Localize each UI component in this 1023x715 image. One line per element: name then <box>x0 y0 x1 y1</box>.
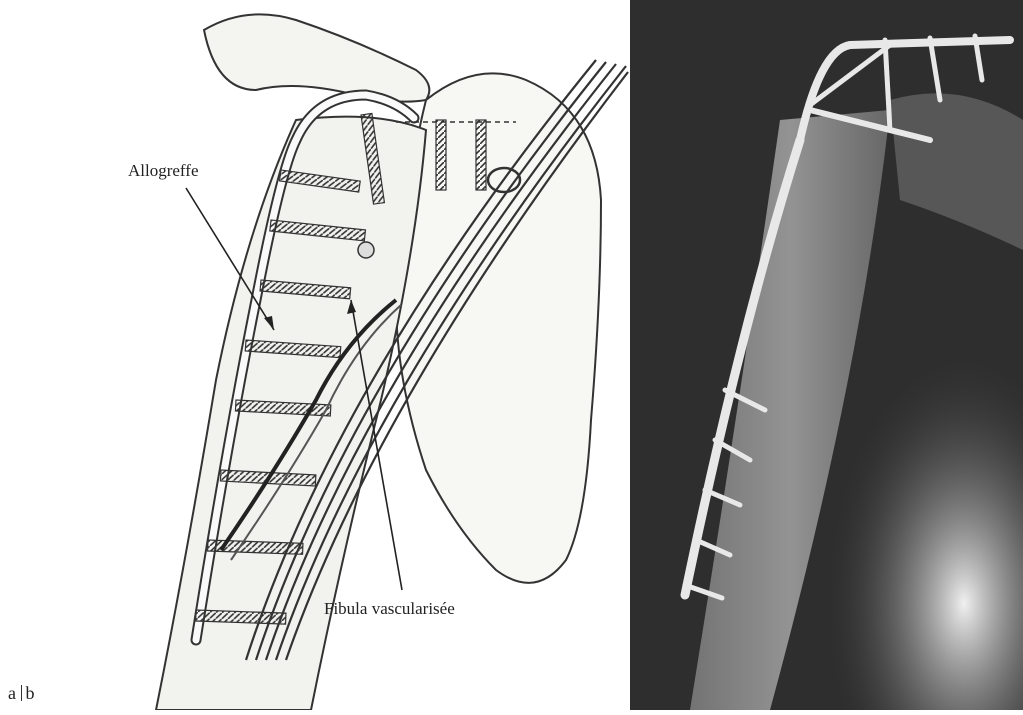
panel-b-radiograph <box>630 0 1023 710</box>
label-allograft: Allogreffe <box>128 161 199 180</box>
panel-caption: ab <box>8 683 35 704</box>
caption-separator <box>21 685 22 701</box>
acromion <box>204 14 429 101</box>
caption-letter-a: a <box>8 683 17 703</box>
panel-a-illustration: Allogreffe Fibula vascularisée <box>96 0 630 710</box>
xray-image <box>630 0 1023 710</box>
label-vascularized-fibula: Fibula vascularisée <box>324 599 455 618</box>
caption-letter-b: b <box>26 683 36 703</box>
reconstruction-illustration: Allogreffe Fibula vascularisée <box>96 0 630 710</box>
